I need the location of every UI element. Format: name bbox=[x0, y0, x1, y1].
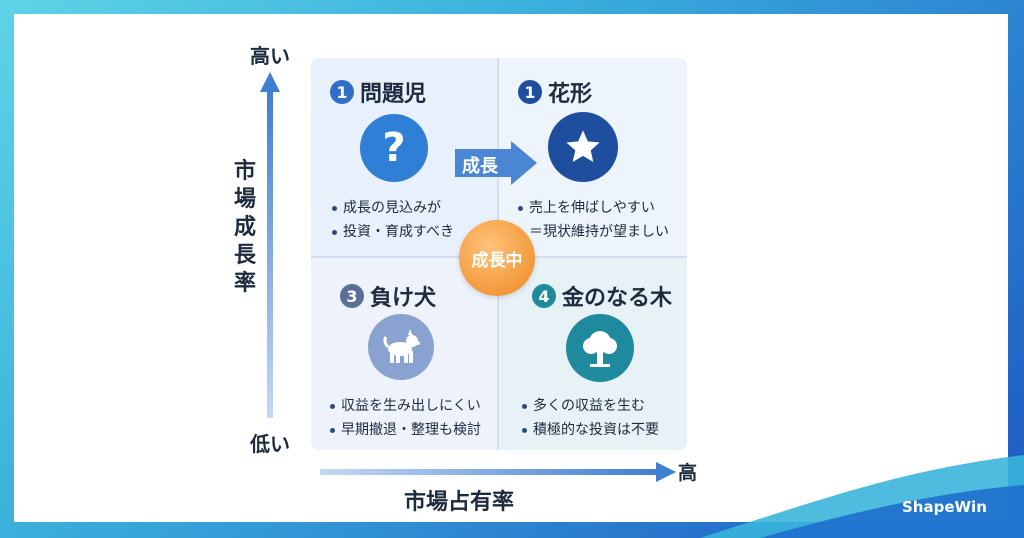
q3-bullets: 収益を生み出しにくい 早期撤退・整理も検討 bbox=[330, 394, 481, 442]
x-axis-arrow bbox=[320, 462, 676, 482]
tree-icon bbox=[566, 314, 634, 382]
q3-title: 3 負け犬 bbox=[340, 280, 436, 312]
y-axis-low-label: 低い bbox=[250, 432, 290, 456]
question-icon: ? bbox=[360, 114, 428, 182]
x-axis-high-label: 高 bbox=[678, 462, 698, 484]
list-item: 早期撤退・整理も検討 bbox=[330, 418, 481, 442]
q3-number: 3 bbox=[340, 284, 364, 308]
q1-title: 1 問題児 bbox=[330, 76, 426, 108]
q2-bullets: 売上を伸ばしやすい ＝現状維持が望ましい bbox=[518, 196, 669, 244]
y-axis-high-label: 高い bbox=[250, 44, 290, 68]
list-item: ＝現状維持が望ましい bbox=[529, 224, 669, 240]
q2-number: 1 bbox=[518, 80, 542, 104]
y-axis-arrow bbox=[260, 72, 280, 418]
list-item: 多くの収益を生む bbox=[522, 394, 659, 418]
q4-bullets: 多くの収益を生む 積極的な投資は不要 bbox=[522, 394, 659, 442]
center-badge: 成長中 bbox=[459, 220, 535, 296]
list-item: 成長の見込みが bbox=[332, 196, 454, 220]
q4-title: 4 金のなる木 bbox=[532, 280, 672, 312]
growth-arrow-label: 成長 bbox=[462, 156, 498, 177]
q2-title-text: 花形 bbox=[548, 82, 593, 107]
star-icon bbox=[548, 112, 618, 182]
q3-title-text: 負け犬 bbox=[370, 286, 437, 311]
q1-bullets: 成長の見込みが 投資・育成すべき bbox=[332, 196, 454, 244]
growth-arrow bbox=[455, 141, 537, 185]
q1-title-text: 問題児 bbox=[360, 82, 427, 107]
q2-title: 1 花形 bbox=[518, 76, 592, 108]
list-item: 投資・育成すべき bbox=[332, 220, 454, 244]
q4-title-text: 金のなる木 bbox=[562, 286, 673, 311]
x-axis-title: 市場占有率 bbox=[404, 490, 515, 515]
q1-number: 1 bbox=[330, 80, 354, 104]
q4-number: 4 bbox=[532, 284, 556, 308]
list-item: 収益を生み出しにくい bbox=[330, 394, 481, 418]
list-item: 積極的な投資は不要 bbox=[522, 418, 659, 442]
dog-icon bbox=[368, 314, 434, 380]
y-axis-title: 市場成長率 bbox=[233, 159, 256, 296]
shapewin-logo: ShapeWin bbox=[902, 498, 987, 516]
list-item: 売上を伸ばしやすい bbox=[518, 196, 669, 220]
